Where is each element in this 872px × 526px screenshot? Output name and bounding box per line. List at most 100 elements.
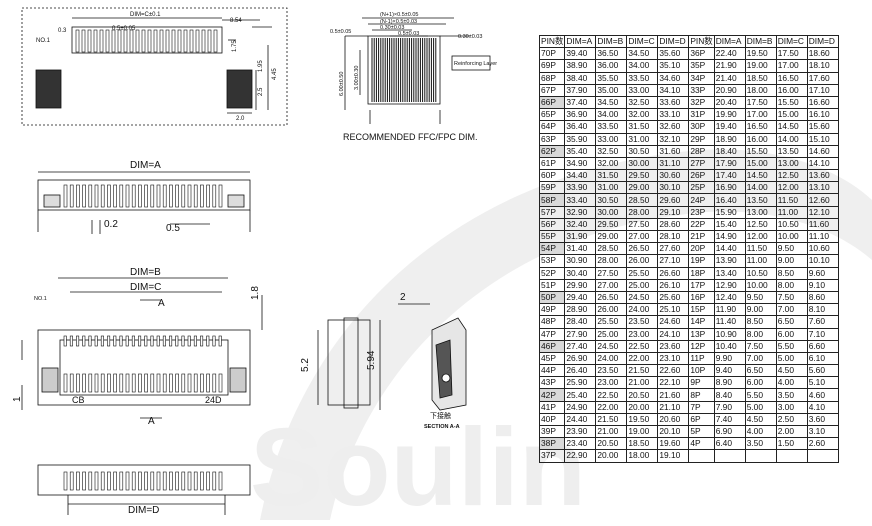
dim-195-label: 1.95: [258, 60, 264, 72]
table-cell: 16.00: [775, 83, 808, 97]
table-cell: 24P: [688, 193, 715, 207]
table-cell: 7.00: [744, 351, 777, 366]
table-cell: 45P: [538, 351, 566, 366]
table-cell: 32.00: [595, 156, 628, 171]
table-cell: 29.60: [657, 193, 690, 207]
table-cell: 16.90: [713, 181, 746, 195]
table-cell: 13.50: [775, 144, 808, 158]
table-cell: 59P: [538, 181, 566, 195]
section-d2: 2: [400, 292, 406, 303]
table-cell: 48P: [538, 315, 566, 329]
table-cell: 14.50: [775, 120, 808, 134]
ffc-caption: RECOMMENDED FFC/FPC DIM.: [343, 132, 478, 142]
table-cell: 53P: [538, 254, 566, 268]
table-cell: 19.40: [713, 120, 746, 134]
table-cell: 20.90: [713, 83, 746, 97]
table-cell: 35.00: [595, 83, 628, 97]
table-cell: 26.40: [564, 364, 597, 378]
table-cell: 23.60: [657, 339, 690, 353]
dim-25-label: 2.5: [258, 87, 264, 96]
table-cell: 23.50: [595, 364, 628, 378]
table-cell: 33.60: [657, 95, 690, 110]
table-cell: 19.50: [744, 47, 777, 61]
table-cell: 25.90: [564, 376, 597, 390]
table-cell: 21.00: [595, 424, 628, 439]
table-cell: 3.10: [806, 424, 839, 439]
table-cell: 39.40: [564, 47, 597, 61]
table-cell: 26.50: [626, 242, 659, 256]
table-cell: 13.00: [775, 156, 808, 171]
table-cell: 25.50: [595, 315, 628, 329]
ffc-v600: 6.00±0.50: [339, 72, 345, 96]
table-cell: 17.60: [806, 71, 839, 85]
table-cell: 25P: [688, 181, 715, 195]
table-cell: 25.10: [657, 303, 690, 317]
table-cell: 38.40: [564, 71, 597, 85]
table-cell: 18.50: [744, 71, 777, 85]
table-cell: 6.00: [775, 327, 808, 341]
table-cell: 6.10: [806, 351, 839, 366]
table-cell: 13.50: [744, 193, 777, 207]
table-cell: 33.00: [595, 132, 628, 146]
table-cell: 8.60: [806, 290, 839, 305]
table-cell: 61P: [538, 156, 566, 171]
table-cell: 22.90: [564, 449, 597, 463]
front-d05: 0.5: [166, 223, 180, 234]
table-cell: 10.10: [806, 254, 839, 268]
table-cell: 13.60: [806, 169, 839, 183]
dim-854-label: 8.54: [230, 18, 242, 24]
table-cell: 30.90: [564, 254, 597, 268]
table-cell: 18.00: [744, 83, 777, 97]
top-cb: CB: [72, 395, 85, 405]
table-cell: 27.50: [626, 217, 659, 232]
table-cell: 4.60: [806, 388, 839, 402]
table-cell: 20.50: [626, 388, 659, 402]
table-header-cell: DIM=D: [657, 34, 690, 49]
table-cell: 23.50: [626, 315, 659, 329]
table-cell: 5.60: [806, 364, 839, 378]
table-cell: 34.10: [657, 83, 690, 97]
table-cell: 24.10: [657, 327, 690, 341]
table-cell: 28.40: [564, 315, 597, 329]
table-cell: 24.60: [657, 315, 690, 329]
table-cell: 13.90: [713, 254, 746, 268]
table-cell: 17.10: [806, 83, 839, 97]
table-header-cell: DIM=A: [564, 34, 597, 49]
table-header-cell: PIN数: [538, 34, 566, 49]
table-cell: 5.00: [775, 351, 808, 366]
table-cell: 30.60: [657, 169, 690, 183]
table-cell: 15.90: [713, 205, 746, 219]
table-cell: 25.50: [626, 266, 659, 280]
table-cell: 27.10: [657, 254, 690, 268]
table-cell: 9.00: [775, 254, 808, 268]
table-cell: 34.50: [626, 47, 659, 61]
table-cell: 8.50: [744, 315, 777, 329]
table-cell: 21.40: [713, 71, 746, 85]
table-cell: 15.00: [775, 108, 808, 122]
table-cell: 16.40: [713, 193, 746, 207]
table-cell: 10.60: [806, 242, 839, 256]
table-cell: 20.10: [657, 424, 690, 439]
table-cell: 23.10: [657, 351, 690, 366]
top-dim-c: DIM=C: [130, 282, 161, 293]
table-cell: 3.50: [775, 388, 808, 402]
table-header-cell: DIM=B: [595, 34, 628, 49]
table-cell: 5.00: [744, 400, 777, 414]
table-cell: 7.50: [775, 290, 808, 305]
table-cell: 13.00: [744, 205, 777, 219]
table-cell: 37P: [538, 449, 566, 463]
table-cell: 36.90: [564, 108, 597, 122]
section-cn: 下接触: [430, 411, 451, 420]
table-cell: 35.40: [564, 144, 597, 158]
table-cell: 14.00: [744, 181, 777, 195]
table-cell: 19.00: [626, 424, 659, 439]
table-cell: 8.00: [744, 327, 777, 341]
table-cell: 21.00: [626, 376, 659, 390]
table-cell: 17.00: [775, 59, 808, 73]
